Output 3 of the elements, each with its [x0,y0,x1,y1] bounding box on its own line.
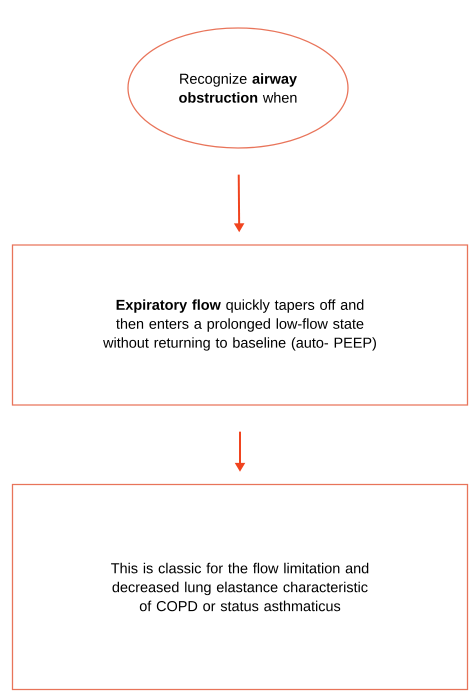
process-box: Expiratory flow quickly tapers off and then enters a prolonged low-flow state without returning to baseline (auto- PEEP) [12,244,468,406]
ellipse-node: Recognize airway obstruction when [127,27,349,149]
process-box: This is classic for the flow limitation and decreased lung elastance characteristic of COPD or status asthmaticus [12,484,468,690]
